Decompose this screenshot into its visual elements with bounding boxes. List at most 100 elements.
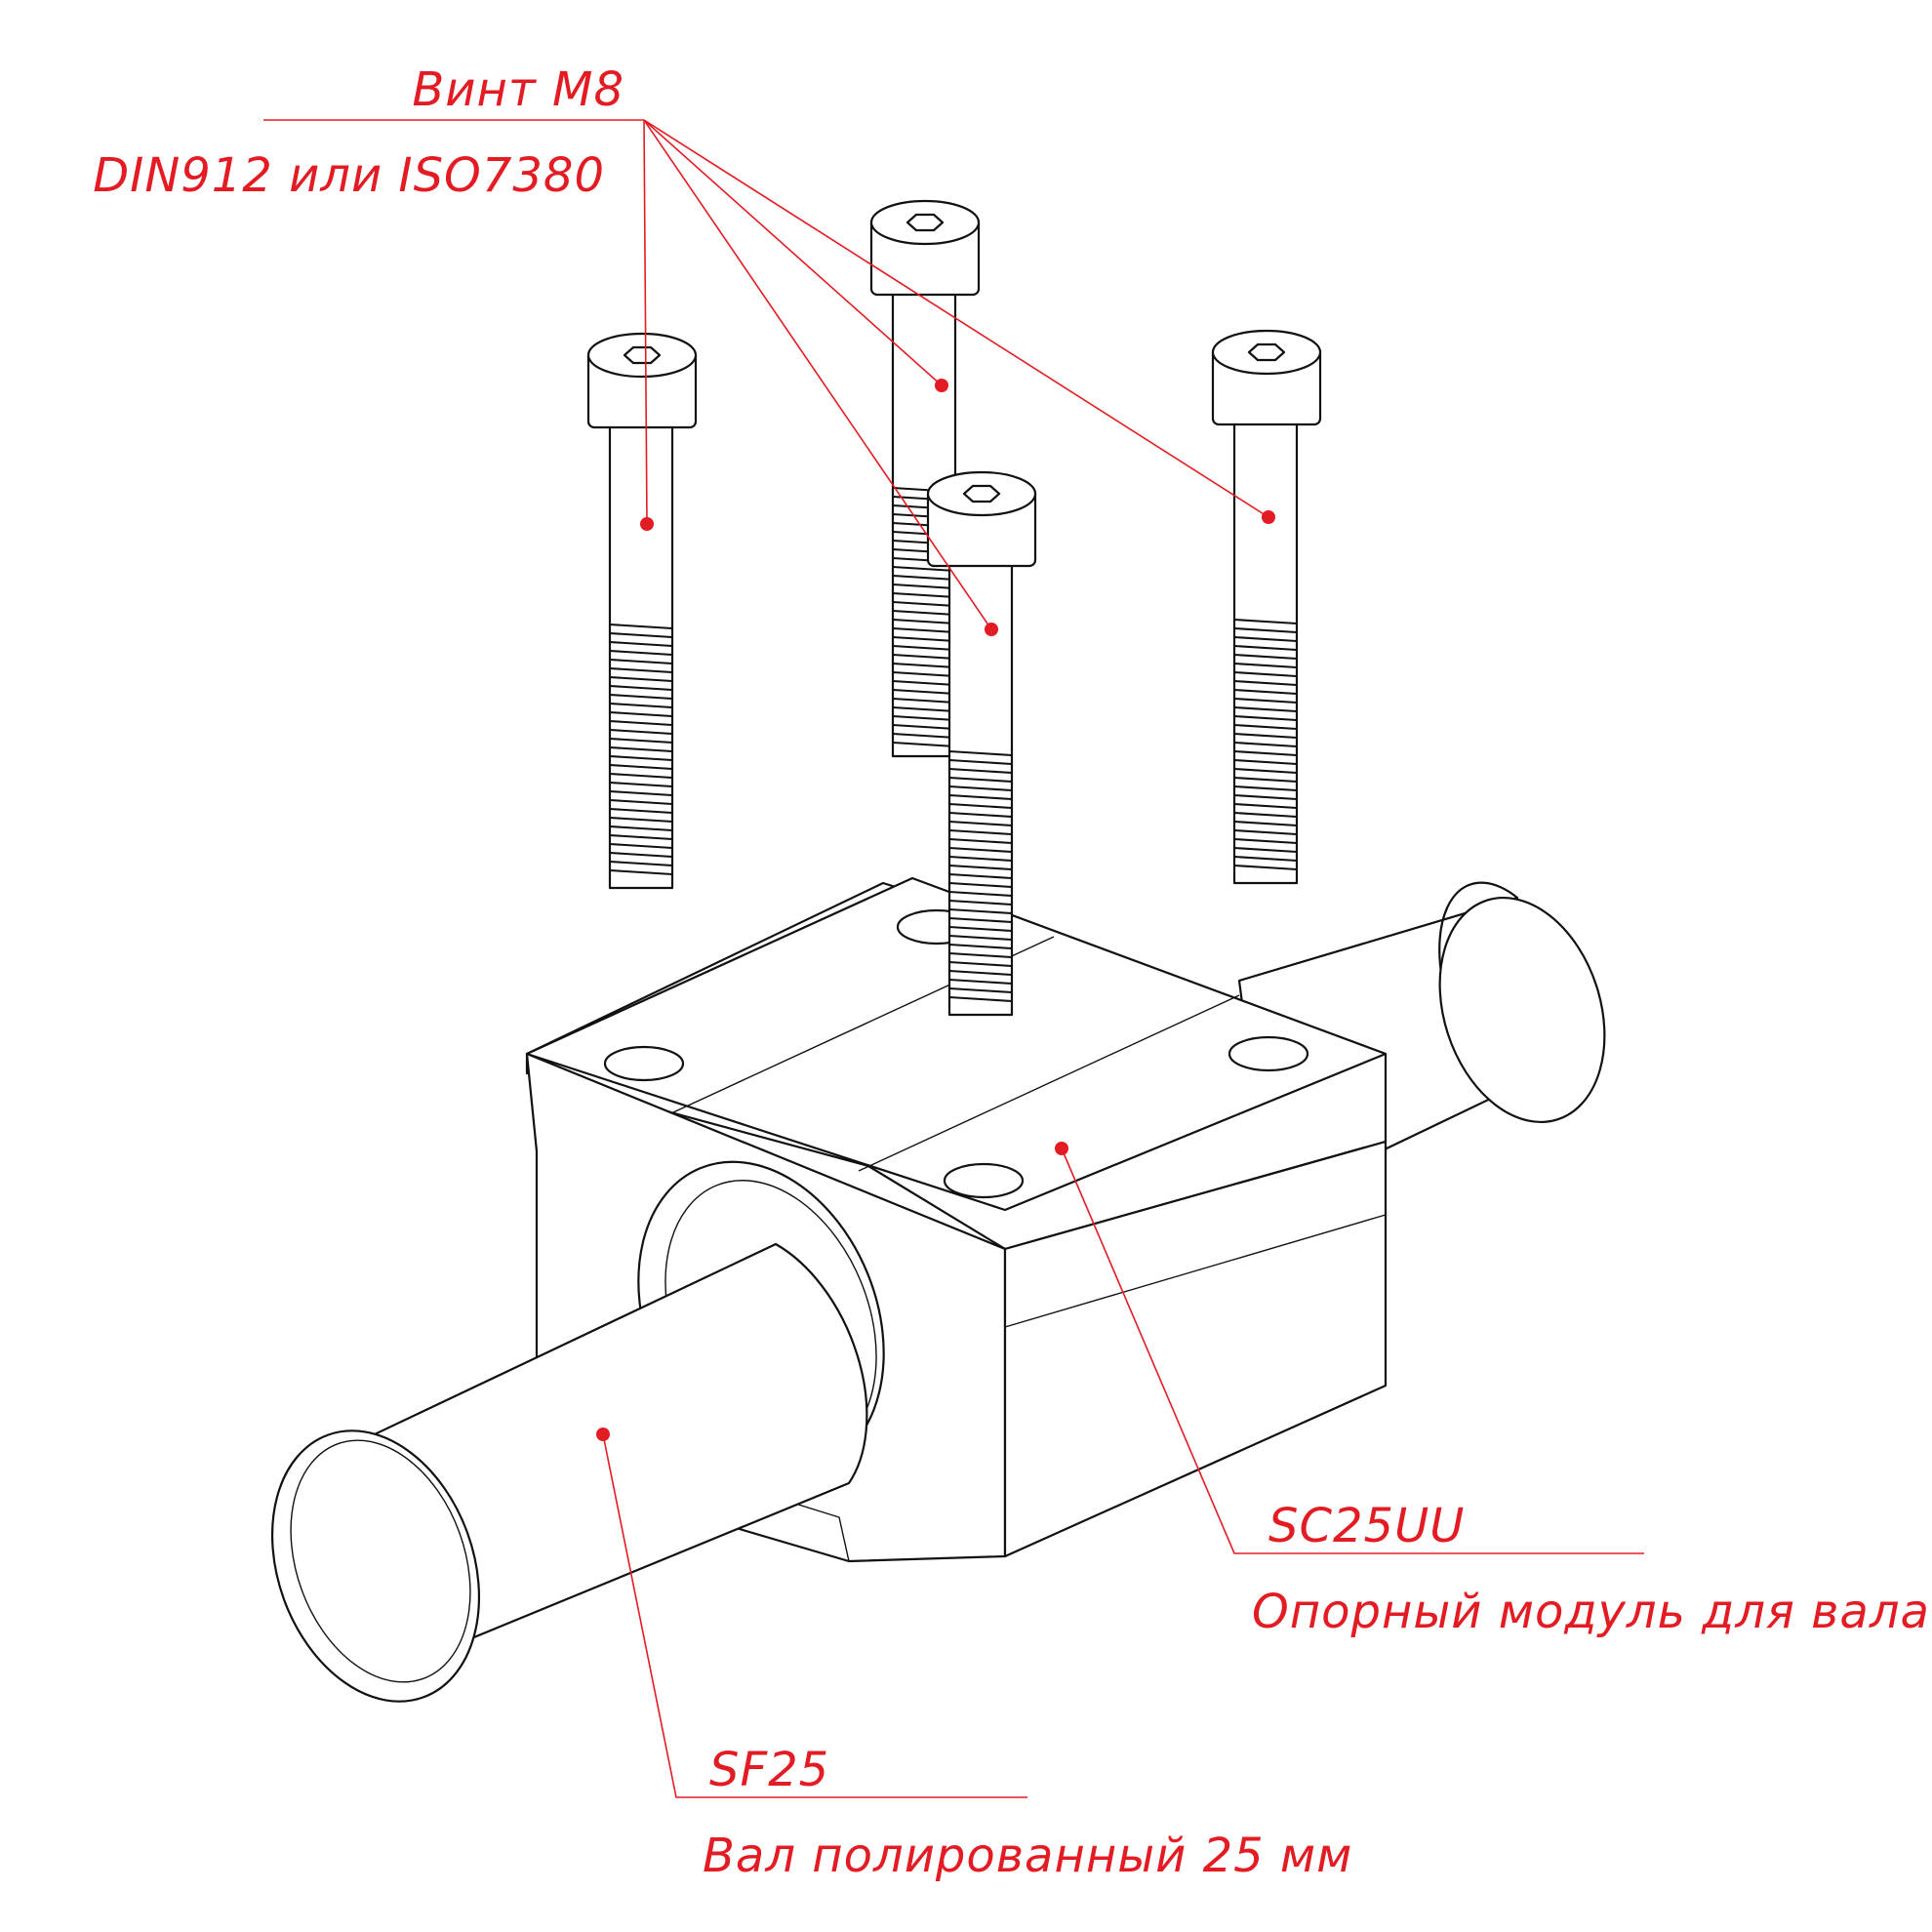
screw-back-marker (935, 379, 948, 392)
thread-line (892, 663, 956, 668)
thread-line (609, 703, 673, 708)
thread-line (892, 671, 956, 677)
thread-line (948, 856, 1013, 862)
support-callout-subtitle: Опорный модуль для вала (1252, 1585, 1930, 1639)
thread-line (948, 961, 1013, 967)
thread-line (609, 685, 673, 691)
thread-line (1233, 812, 1298, 818)
thread-line (948, 759, 1013, 765)
support-leaders (1055, 1142, 1644, 1554)
thread-line (609, 825, 673, 831)
screw-front-middle (926, 470, 1037, 1017)
thread-line (609, 650, 673, 656)
thread-line (948, 900, 1013, 906)
thread-line (892, 619, 956, 624)
thread-line (609, 782, 673, 787)
thread-line (609, 773, 673, 779)
thread-line (948, 847, 1013, 853)
thread-line (1233, 742, 1298, 747)
thread-line (609, 852, 673, 858)
thread-line (948, 794, 1013, 800)
thread-line (892, 706, 956, 712)
thread-line (609, 659, 673, 664)
thread-line (948, 917, 1013, 923)
thread-line (609, 869, 673, 875)
thread-line (892, 636, 956, 642)
thread-line (892, 689, 956, 695)
thread-line (1233, 768, 1298, 774)
thread-line (892, 601, 956, 607)
thread-line (609, 808, 673, 814)
thread-line (1233, 821, 1298, 826)
thread-line (948, 777, 1013, 783)
thread-line (609, 746, 673, 752)
screw-left-marker (640, 517, 654, 531)
thread-line (892, 566, 956, 572)
thread-line (1233, 645, 1298, 651)
thread-line (892, 742, 956, 747)
sf25-shaft (270, 1242, 868, 1703)
thread-line (609, 667, 673, 673)
thread-line (948, 952, 1013, 958)
thread-line (892, 592, 956, 598)
thread-line (609, 764, 673, 770)
thread-line (948, 812, 1013, 818)
screw-right (1211, 329, 1322, 885)
thread-line (1233, 733, 1298, 739)
thread-line (892, 584, 956, 589)
shaft-leaders (596, 1428, 1027, 1798)
thread-line (609, 676, 673, 682)
thread-line (948, 838, 1013, 844)
thread-line (948, 944, 1013, 949)
thread-line (609, 720, 673, 726)
thread-line (948, 970, 1013, 976)
thread-line (892, 715, 956, 721)
thread-line (609, 738, 673, 744)
thread-line (1233, 706, 1298, 712)
thread-line (948, 926, 1013, 932)
thread-line (1233, 724, 1298, 730)
thread-line (892, 610, 956, 616)
thread-line (948, 821, 1013, 826)
thread-line (609, 790, 673, 796)
thread-line (1233, 663, 1298, 668)
thread-line (1233, 671, 1298, 677)
thread-line (948, 785, 1013, 791)
thread-line (948, 829, 1013, 835)
thread-line (948, 882, 1013, 888)
thread-line (1233, 759, 1298, 765)
thread-line (609, 861, 673, 866)
thread-line (948, 908, 1013, 914)
thread-line (948, 873, 1013, 879)
thread-line (892, 724, 956, 730)
thread-line (609, 711, 673, 717)
thread-line (1233, 689, 1298, 695)
screw-left (586, 332, 698, 890)
thread-line (892, 627, 956, 633)
thread-line (1233, 654, 1298, 660)
thread-line (1233, 785, 1298, 791)
screw-callout-subtitle: DIN912 или ISO7380 (93, 148, 605, 203)
thread-line (948, 996, 1013, 1002)
thread-line (609, 755, 673, 761)
screw-front-marker (985, 623, 998, 636)
thread-line (1233, 636, 1298, 642)
shaft-callout-title: SF25 (709, 1743, 829, 1797)
thread-line (609, 843, 673, 849)
screw-leaders (263, 119, 1275, 636)
support-marker (1055, 1142, 1068, 1155)
thread-line (892, 575, 956, 581)
thread-line (948, 891, 1013, 897)
thread-line (1233, 838, 1298, 844)
thread-line (948, 987, 1013, 993)
shaft-callout-subtitle: Вал полированный 25 мм (703, 1829, 1352, 1883)
thread-line (1233, 856, 1298, 862)
thread-line (1233, 777, 1298, 783)
thread-line (892, 680, 956, 686)
thread-line (948, 803, 1013, 809)
thread-line (1233, 829, 1298, 835)
thread-line (609, 694, 673, 700)
thread-line (609, 834, 673, 840)
